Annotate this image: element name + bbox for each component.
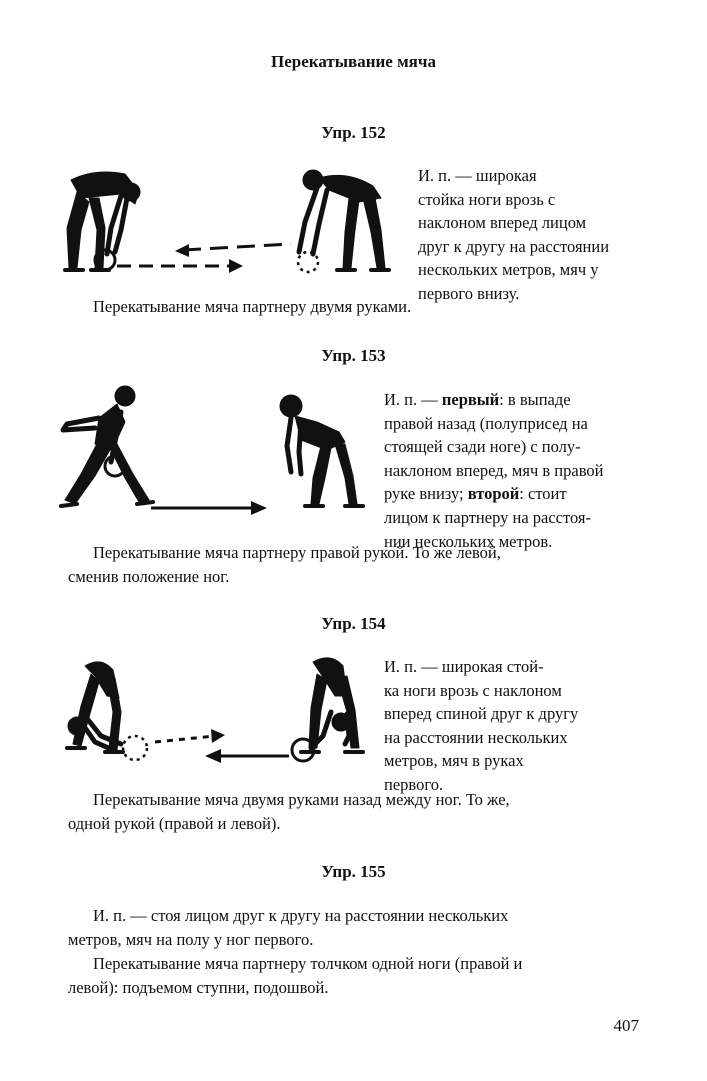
exercise-154-description: Перекатывание мяча двумя руками назад ме… bbox=[68, 790, 510, 833]
exercise-155-setup: И. п. — стоя лицом друг к другу на расст… bbox=[68, 906, 509, 949]
exercise-155-description: Перекатывание мяча партнеру толчком одно… bbox=[68, 954, 523, 997]
exercise-153-setup: И. п. — первый: в выпаде правой назад (п… bbox=[384, 390, 604, 551]
exercise-152-title: Упр. 152 bbox=[321, 123, 386, 142]
exercise-154-setup: И. п. — широкая стой- ка ноги врозь с на… bbox=[384, 657, 579, 794]
exercise-152-description: Перекатывание мяча партнеру двумя руками… bbox=[93, 297, 412, 316]
page-title: Перекатывание мяча bbox=[271, 52, 436, 71]
exercise-153-title: Упр. 153 bbox=[321, 346, 386, 365]
exercise-153-illustration bbox=[59, 385, 365, 515]
exercise-152-illustration bbox=[63, 169, 391, 274]
page-number: 407 bbox=[613, 1016, 640, 1035]
exercise-152-setup: И. п. — широкая стойка ноги врозь с накл… bbox=[418, 166, 610, 303]
exercise-153-description: Перекатывание мяча партнеру правой рукой… bbox=[68, 543, 501, 586]
exercise-155-title: Упр. 155 bbox=[321, 862, 386, 881]
exercise-154-illustration bbox=[65, 657, 365, 763]
exercise-154-title: Упр. 154 bbox=[321, 614, 386, 633]
